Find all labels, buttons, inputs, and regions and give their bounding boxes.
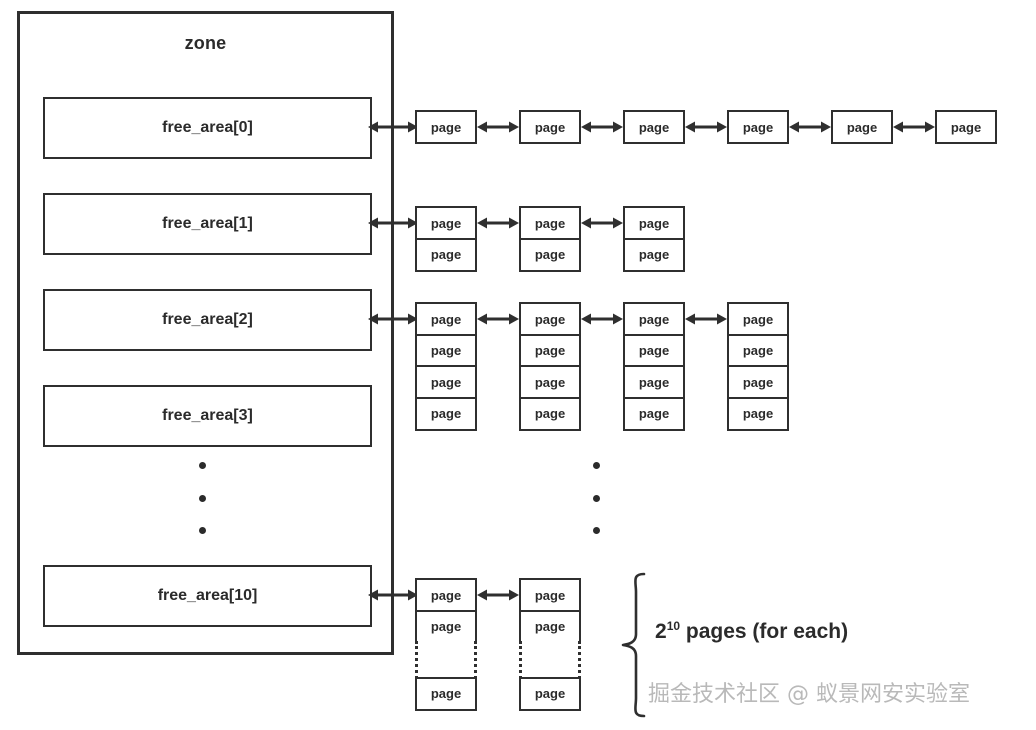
free-area-box-4[interactable]: free_area[10]	[43, 565, 372, 627]
page-stack[interactable]: page	[935, 110, 997, 144]
page-box[interactable]: page	[415, 578, 477, 612]
page-stack[interactable]: page	[727, 110, 789, 144]
page-box[interactable]: page	[623, 206, 685, 240]
page-box[interactable]: page	[727, 365, 789, 399]
page-box[interactable]: page	[623, 302, 685, 336]
link-arrow-page-0-0	[477, 116, 519, 138]
page-box[interactable]: page	[623, 110, 685, 144]
zone-title: zone	[184, 33, 227, 53]
link-arrow-page-2-1	[581, 308, 623, 330]
page-box[interactable]: page	[519, 676, 581, 711]
page-box[interactable]: page	[415, 609, 477, 644]
pages-annotation: 210 pages (for each)	[655, 620, 848, 644]
annotation-base: 2	[655, 620, 667, 643]
dot	[198, 462, 206, 469]
link-arrow-free-area-4	[368, 584, 418, 606]
link-arrow-free-area-1	[368, 212, 418, 234]
free-area-label: free_area[1]	[162, 215, 253, 232]
link-arrow-free-area-2	[368, 308, 418, 330]
page-box[interactable]: page	[727, 302, 789, 336]
dot	[198, 494, 206, 502]
link-arrow-page-2-2	[685, 308, 727, 330]
dot	[198, 527, 206, 534]
annotation-exponent: 10	[666, 619, 681, 633]
page-box[interactable]: page	[623, 396, 685, 431]
page-continuation-gap	[519, 641, 581, 679]
link-arrow-page-1-1	[581, 212, 623, 234]
page-box[interactable]: page	[519, 578, 581, 612]
link-arrow-page-0-3	[789, 116, 831, 138]
dot	[592, 527, 600, 534]
page-stack[interactable]: page	[519, 110, 581, 144]
link-arrow-free-area-0	[368, 116, 418, 138]
page-box[interactable]: page	[519, 237, 581, 272]
page-box[interactable]: page	[623, 365, 685, 399]
link-arrow-page-4-0	[477, 584, 519, 606]
page-box[interactable]: page	[415, 396, 477, 431]
page-box[interactable]: page	[831, 110, 893, 144]
page-box[interactable]: page	[519, 110, 581, 144]
free-area-box-3[interactable]: free_area[3]	[43, 385, 372, 447]
dot	[592, 462, 600, 469]
link-arrow-page-2-0	[477, 308, 519, 330]
page-box[interactable]: page	[415, 110, 477, 144]
page-box[interactable]: page	[519, 206, 581, 240]
page-box[interactable]: page	[415, 333, 477, 368]
page-box[interactable]: page	[519, 333, 581, 368]
page-box[interactable]: page	[623, 237, 685, 272]
link-arrow-page-0-1	[581, 116, 623, 138]
link-arrow-page-0-2	[685, 116, 727, 138]
page-stack[interactable]: page	[831, 110, 893, 144]
page-box[interactable]: page	[519, 365, 581, 399]
page-box[interactable]: page	[623, 333, 685, 368]
annotation-suffix: pages (for each)	[680, 620, 849, 643]
free-area-box-0[interactable]: free_area[0]	[43, 97, 372, 159]
link-arrow-page-1-0	[477, 212, 519, 234]
page-box[interactable]: page	[727, 110, 789, 144]
page-box[interactable]: page	[519, 302, 581, 336]
page-stack[interactable]: page	[623, 110, 685, 144]
brace-icon	[620, 572, 654, 718]
free-area-box-2[interactable]: free_area[2]	[43, 289, 372, 351]
ellipsis-outside-zone	[590, 462, 602, 534]
page-box[interactable]: page	[935, 110, 997, 144]
free-area-label: free_area[3]	[162, 407, 253, 424]
page-box[interactable]: page	[415, 302, 477, 336]
page-box[interactable]: page	[415, 237, 477, 272]
page-box[interactable]: page	[415, 365, 477, 399]
page-box[interactable]: page	[415, 676, 477, 711]
dot	[592, 494, 600, 502]
watermark-text: 掘金技术社区 @ 蚁景网安实验室	[648, 682, 970, 707]
link-arrow-page-0-4	[893, 116, 935, 138]
page-continuation-gap	[415, 641, 477, 679]
page-box[interactable]: page	[519, 396, 581, 431]
ellipsis-inside-zone	[196, 462, 208, 534]
page-stack[interactable]: page	[415, 110, 477, 144]
free-area-label: free_area[0]	[162, 119, 253, 136]
page-box[interactable]: page	[727, 396, 789, 431]
page-box[interactable]: page	[519, 609, 581, 644]
page-box[interactable]: page	[727, 333, 789, 368]
page-box[interactable]: page	[415, 206, 477, 240]
free-area-box-1[interactable]: free_area[1]	[43, 193, 372, 255]
free-area-label: free_area[2]	[162, 311, 253, 328]
free-area-label: free_area[10]	[157, 587, 258, 604]
